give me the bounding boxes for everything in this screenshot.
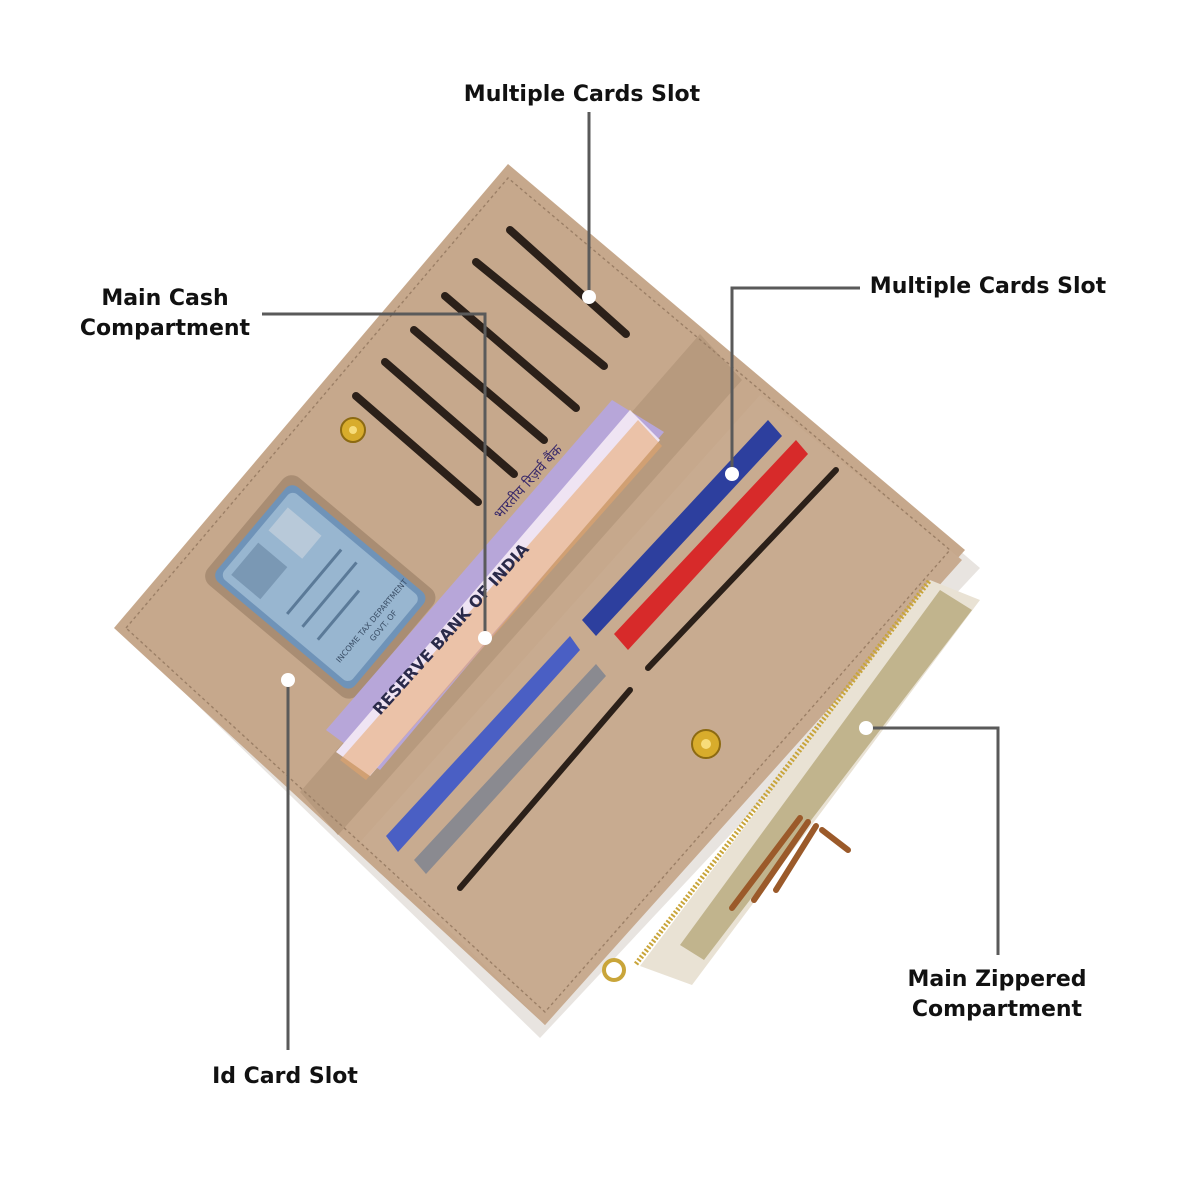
leader-zipper: [866, 726, 1000, 955]
slot-line: [472, 258, 608, 370]
pin-zipper: [859, 721, 873, 735]
leader-right-cards: [730, 286, 860, 474]
zipper-compartment: [602, 578, 980, 985]
grey-card: [414, 664, 606, 874]
slot-line: [506, 226, 630, 338]
pin-top-cards: [582, 290, 596, 304]
pin-id-card: [281, 673, 295, 687]
slot-line: [352, 392, 482, 506]
blue-card-lower: [386, 636, 580, 852]
label-main-cash-compartment: Main Cash Compartment: [70, 284, 260, 344]
label-line-2: Compartment: [911, 997, 1083, 1022]
label-line-2: Compartment: [79, 316, 251, 341]
label-multiple-cards-slot-top: Multiple Cards Slot: [432, 80, 732, 110]
label-id-card-slot: Id Card Slot: [190, 1062, 380, 1092]
leader-main-cash: [262, 312, 487, 638]
slot-line: [381, 358, 518, 478]
label-main-zippered-compartment: Main Zippered Compartment: [892, 965, 1102, 1025]
pin-main-cash: [478, 631, 492, 645]
label-line-1: Main Cash: [101, 286, 229, 311]
red-card: [614, 440, 808, 650]
id-card-window: INCOME TAX DEPARTMENT GOVT. OF: [205, 475, 436, 699]
callout-pins: [281, 290, 873, 735]
label-text: Multiple Cards Slot: [463, 82, 701, 107]
label-text: Multiple Cards Slot: [869, 274, 1107, 299]
label-text: Id Card Slot: [212, 1064, 358, 1089]
zipper-pull: [602, 958, 626, 982]
right-pocket: [360, 395, 962, 1025]
slot-line: [645, 467, 839, 671]
label-line-1: Main Zippered: [907, 967, 1087, 992]
zipper-teeth: [634, 578, 932, 966]
slot-line: [410, 326, 548, 444]
card-slots-right: [457, 467, 839, 891]
label-multiple-cards-slot-right: Multiple Cards Slot: [852, 272, 1124, 302]
pin-right-cards: [725, 467, 739, 481]
wallet: INCOME TAX DEPARTMENT GOVT. OF RESERVE B…: [114, 164, 980, 1038]
slot-line: [457, 687, 633, 891]
tassel: [729, 815, 851, 911]
callout-lines: [262, 112, 1000, 1050]
